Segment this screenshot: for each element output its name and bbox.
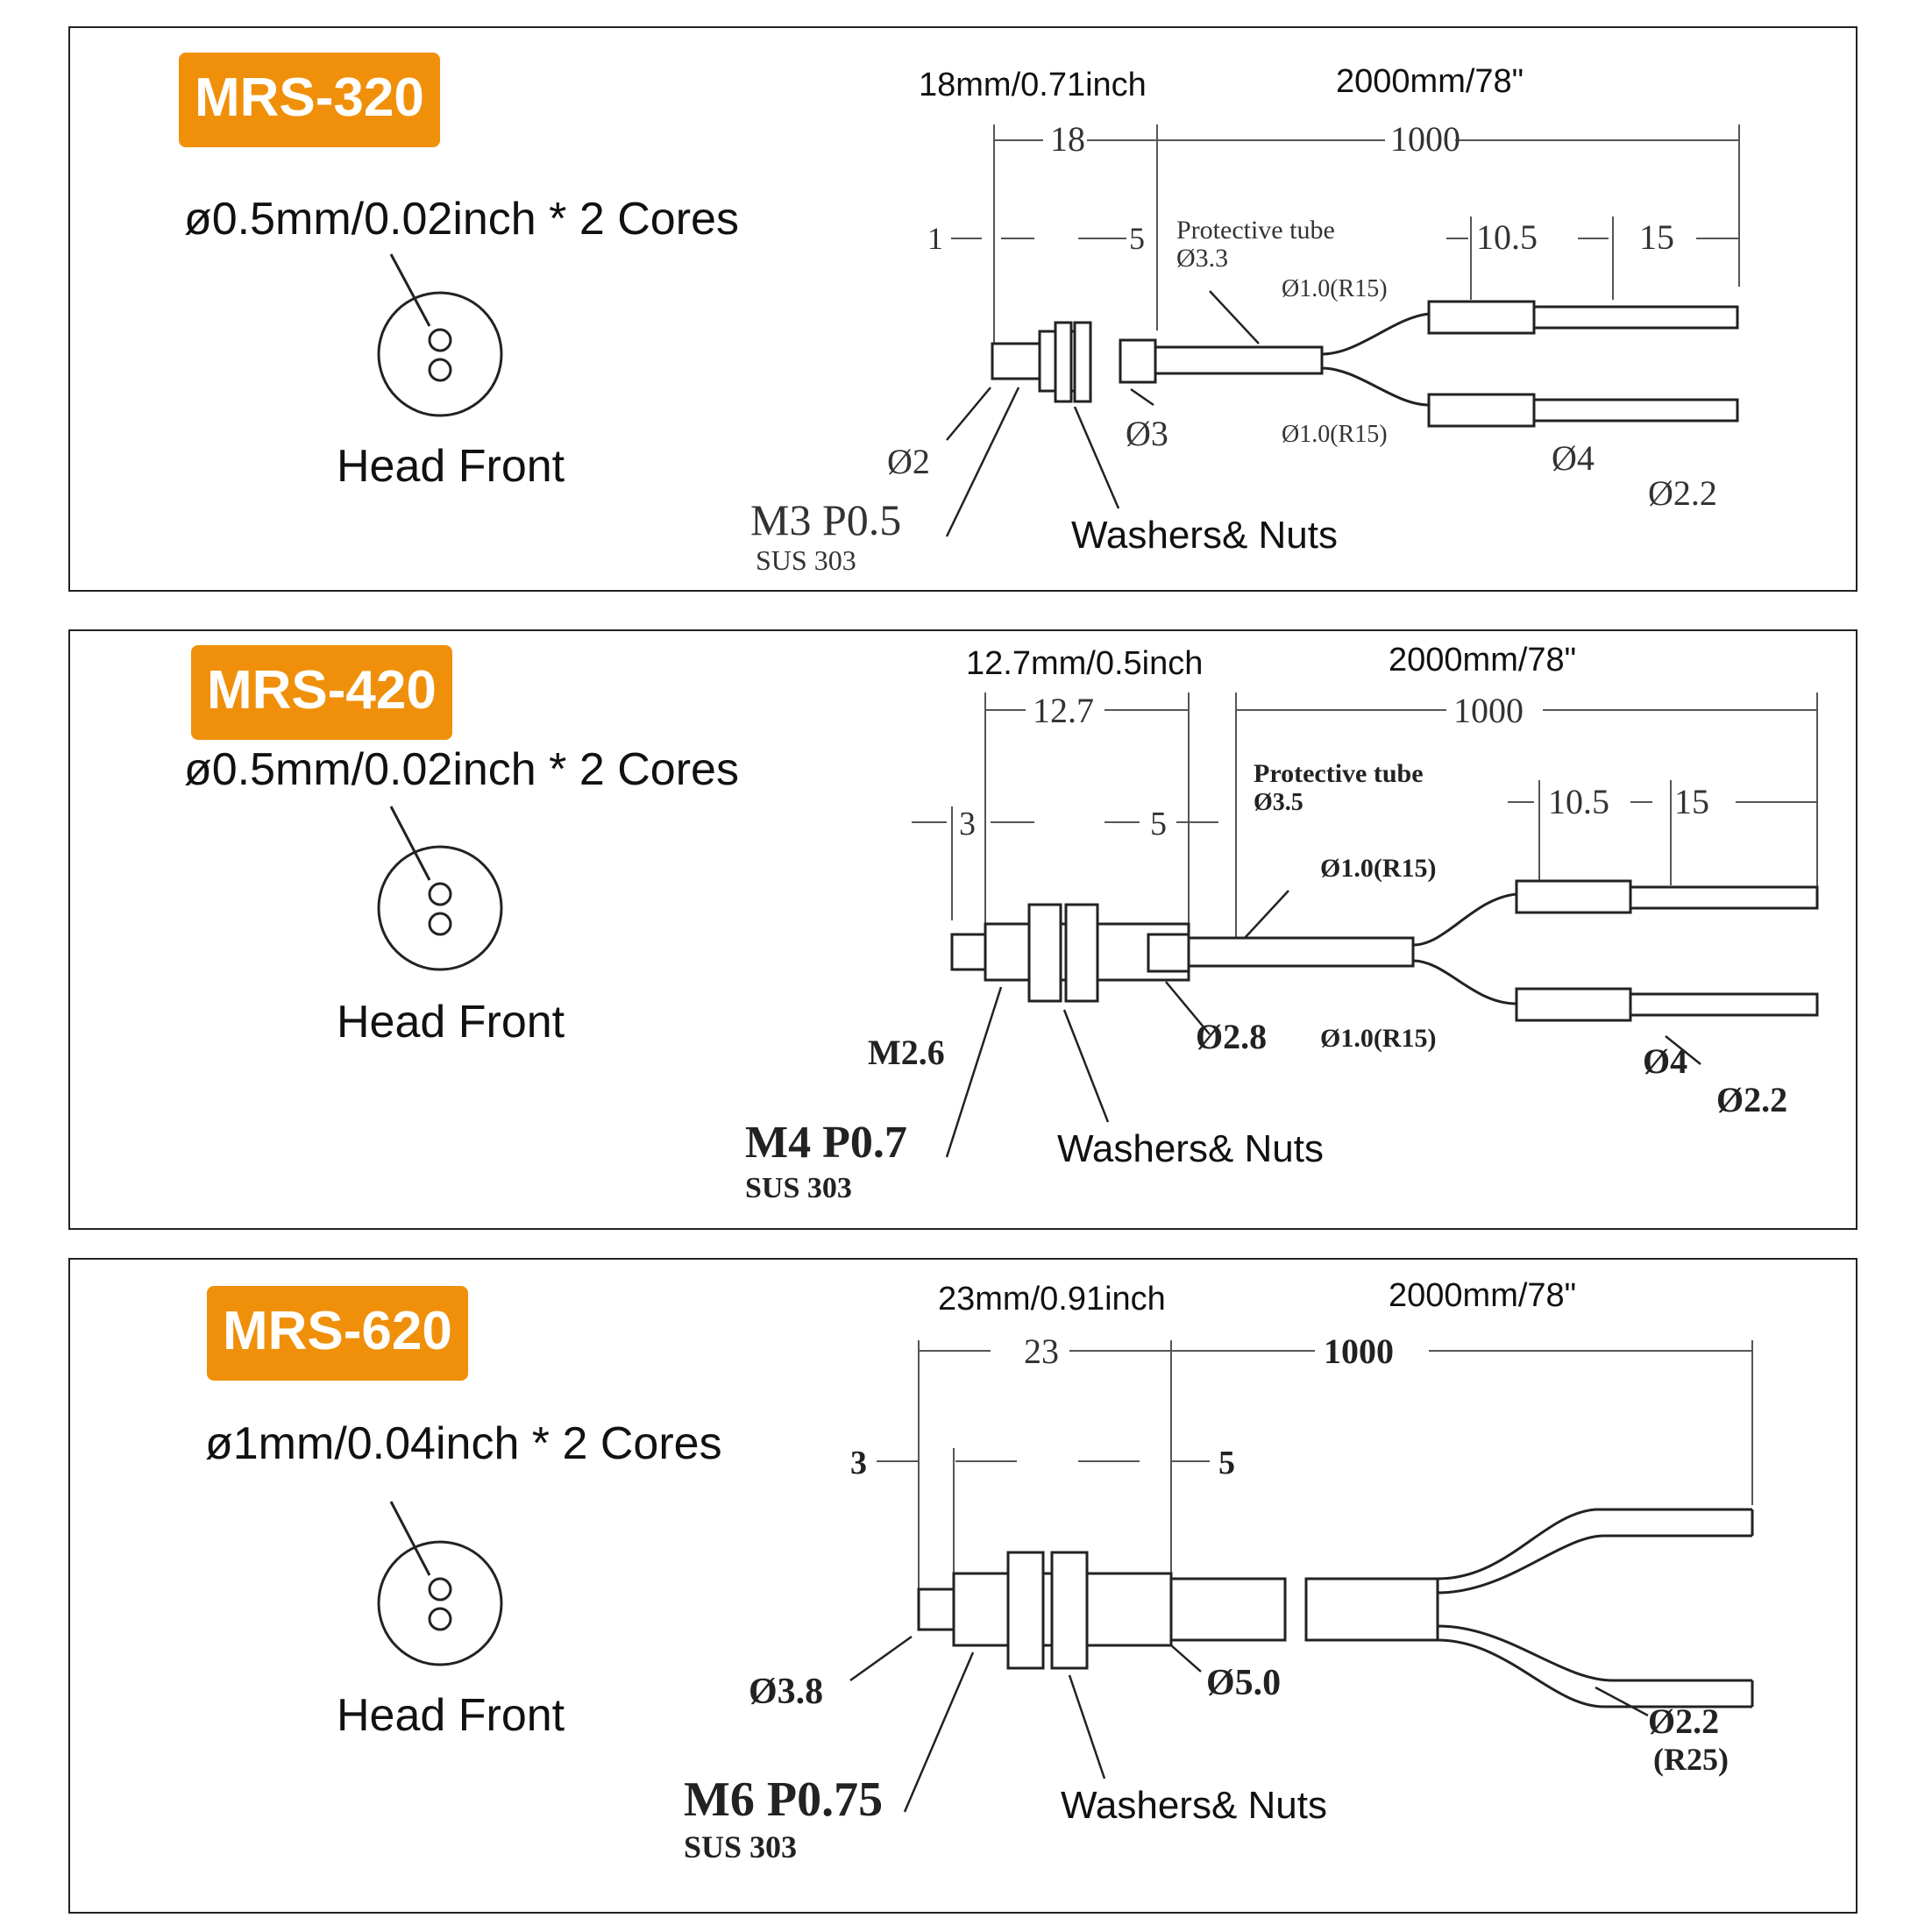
- fiber-bottom-label: Ø1.0(R15): [1282, 421, 1388, 448]
- thread-spec: M3 P0.5: [750, 495, 901, 544]
- panel-mrs-320: MRS-320 ø0.5mm/0.02inch * 2 Cores Head F…: [68, 26, 1857, 592]
- dim-cable-length: 1000: [1390, 119, 1460, 159]
- thread-spec: M6 P0.75: [684, 1772, 883, 1827]
- sleeve-dia: Ø4: [1552, 438, 1595, 478]
- cable-length-label: 2000mm/78": [1389, 1277, 1577, 1314]
- head-front-label: Head Front: [337, 441, 565, 492]
- head-front-label: Head Front: [337, 997, 565, 1048]
- dim-5: 5: [1218, 1445, 1235, 1481]
- dim-tip: 15: [1639, 217, 1674, 257]
- thread-spec: M4 P0.7: [745, 1118, 907, 1168]
- head-length-label: 23mm/0.91inch: [938, 1281, 1166, 1318]
- tip-dia: Ø3.8: [749, 1672, 823, 1712]
- dim-cable-length: 1000: [1453, 691, 1524, 730]
- dim-head-length: 18: [1050, 119, 1085, 159]
- end-dia: Ø2.2: [1648, 473, 1717, 513]
- washers-nuts-label: Washers& Nuts: [1061, 1784, 1328, 1827]
- body-dia: Ø5.0: [1206, 1663, 1281, 1703]
- model-badge: MRS-320: [179, 53, 440, 147]
- end-dia: Ø2.2: [1716, 1080, 1787, 1119]
- dim-1: 1: [927, 221, 943, 256]
- tube-dia: Ø3.5: [1254, 789, 1303, 816]
- dim-sleeve: 10.5: [1476, 217, 1538, 257]
- dim-5: 5: [1150, 806, 1167, 842]
- dim-head-length: 23: [1024, 1332, 1059, 1371]
- fiber-top-label: Ø1.0(R15): [1320, 854, 1436, 883]
- washers-nuts-label: Washers& Nuts: [1071, 514, 1339, 557]
- head-front-icon: [377, 1501, 503, 1666]
- cable-length-label: 2000mm/78": [1389, 642, 1577, 678]
- dim-3: 3: [850, 1445, 867, 1481]
- tube-label: Protective tube: [1176, 216, 1335, 245]
- end-dia: Ø2.2: [1648, 1701, 1719, 1741]
- cores-label: ø0.5mm/0.02inch * 2 Cores: [184, 744, 739, 795]
- fiber-top-label: Ø1.0(R15): [1282, 275, 1388, 302]
- panel-mrs-620: MRS-620 ø1mm/0.04inch * 2 Cores Head Fro…: [68, 1258, 1857, 1914]
- head-front-label: Head Front: [337, 1690, 565, 1741]
- head-front-icon: [377, 253, 503, 417]
- end-radius: (R25): [1653, 1742, 1729, 1777]
- model-badge: MRS-620: [207, 1286, 468, 1381]
- fiber-bottom-label: Ø1.0(R15): [1320, 1024, 1436, 1053]
- dim-3: 3: [959, 806, 976, 842]
- tube-label: Protective tube: [1254, 759, 1424, 788]
- body-dia: Ø2.8: [1196, 1017, 1267, 1056]
- head-length-label: 18mm/0.71inch: [919, 67, 1147, 103]
- fiber-drawing: 23 1000 3 5 Ø3.8 Ø5.0 Ø2.2 (R25) M6 P0.7…: [377, 1332, 1754, 1865]
- material-spec: SUS 303: [745, 1172, 852, 1204]
- dim-cable-length: 1000: [1324, 1332, 1394, 1371]
- fiber-drawing: 18 1000 1 5 Protective tube Ø3.3 10.5 15…: [377, 119, 1740, 576]
- material-spec: SUS 303: [756, 544, 856, 576]
- head-front-icon: [377, 806, 503, 971]
- dim-tip: 15: [1674, 782, 1709, 821]
- model-badge: MRS-420: [191, 645, 452, 740]
- tip-dia: Ø2: [887, 442, 930, 481]
- dim-5: 5: [1129, 221, 1145, 256]
- cores-label: ø0.5mm/0.02inch * 2 Cores: [184, 194, 739, 245]
- washers-nuts-label: Washers& Nuts: [1057, 1127, 1325, 1170]
- material-spec: SUS 303: [684, 1829, 797, 1865]
- head-length-label: 12.7mm/0.5inch: [966, 645, 1204, 682]
- cores-label: ø1mm/0.04inch * 2 Cores: [205, 1418, 722, 1469]
- body-dia: Ø3: [1126, 414, 1168, 453]
- panel-mrs-420: MRS-420 ø0.5mm/0.02inch * 2 Cores Head F…: [68, 629, 1857, 1230]
- tube-dia: Ø3.3: [1176, 244, 1228, 273]
- dim-sleeve: 10.5: [1548, 782, 1609, 821]
- cable-length-label: 2000mm/78": [1336, 63, 1524, 100]
- dim-head-length: 12.7: [1033, 691, 1094, 730]
- tip-dia: M2.6: [868, 1033, 945, 1072]
- fiber-drawing: 12.7 1000 3 5 Protective tube Ø3.5 10.5 …: [377, 691, 1819, 1204]
